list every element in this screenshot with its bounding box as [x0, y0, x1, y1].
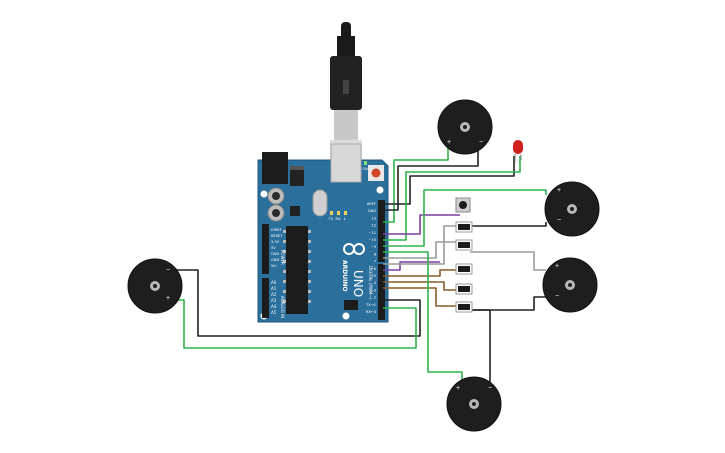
wire-brown-2[interactable] — [383, 281, 456, 291]
power-pin-label: 5V — [271, 246, 276, 250]
buzzer-right-top[interactable]: +− — [544, 181, 600, 237]
wires — [168, 148, 547, 385]
board-led-label: L — [344, 217, 346, 221]
buzzer-top[interactable]: +− — [437, 99, 493, 155]
wire-green-right-top[interactable] — [383, 189, 547, 247]
buzzer-plus-label: + — [447, 139, 451, 146]
wire-gray-1[interactable] — [383, 241, 456, 259]
wire-purple-2[interactable] — [383, 261, 440, 271]
switch-4[interactable] — [455, 283, 473, 295]
wire-black-right-top[interactable] — [470, 222, 547, 227]
board-led-label: ON — [362, 167, 368, 171]
wire-brown-1[interactable] — [383, 269, 456, 277]
wire-brown-3[interactable] — [383, 287, 456, 307]
wire-green-bottom[interactable] — [383, 251, 463, 385]
digital-pin-label: ~5 — [371, 274, 376, 278]
board-model: UNO — [351, 270, 365, 297]
buzzer-minus-label: − — [488, 385, 492, 392]
buzzer-right-mid[interactable]: +− — [542, 257, 598, 313]
wire-black-top-buzzer[interactable] — [383, 148, 479, 211]
digital-pin-label: ~3 — [371, 288, 376, 292]
slide-switches — [455, 221, 473, 313]
analog-pin-label: A2 — [271, 292, 277, 297]
board-led — [344, 211, 347, 215]
buzzer-bottom[interactable]: +− — [446, 376, 502, 432]
digital-section-label: DIGITAL (PWM~) — [368, 266, 373, 300]
analog-pin-label: A5 — [271, 310, 277, 315]
digital-header-bottom[interactable] — [378, 264, 385, 320]
digital-pin-label: ~9 — [371, 245, 377, 249]
pushbutton[interactable] — [455, 197, 471, 213]
board-led — [337, 211, 340, 215]
wire-gray-right-mid[interactable] — [470, 251, 546, 271]
analog-pin-label: A1 — [271, 286, 277, 291]
power-pin-label: GND — [271, 258, 279, 262]
buzzer-plus-label: + — [555, 263, 559, 270]
power-pin-label: IOREF — [271, 228, 282, 232]
board-brand: ARDUINO — [341, 260, 348, 291]
power-pin-label: GND — [271, 252, 279, 256]
switch-3[interactable] — [455, 263, 473, 275]
wire-green-top-buzzer[interactable] — [383, 148, 449, 223]
wire-purple-button[interactable] — [383, 214, 460, 235]
analog-pin-label: A4 — [271, 304, 277, 309]
power-pin-label: Vin — [271, 264, 277, 268]
buzzer-plus-label: + — [166, 295, 170, 302]
wire-black-left[interactable] — [168, 269, 421, 337]
arduino-board[interactable]: ARDUINO UNO IOREFRESET3.3V5VGNDGNDVinA0A… — [257, 143, 389, 323]
digital-pin-label: 4 — [374, 281, 377, 285]
board-led-label: TX — [328, 217, 334, 221]
usb-port[interactable] — [330, 143, 362, 183]
wire-black-right-mid[interactable] — [470, 296, 546, 311]
digital-pin-label: 2 — [374, 296, 376, 300]
analog-header[interactable] — [262, 278, 269, 318]
wire-green-left[interactable] — [168, 299, 417, 349]
switch-2[interactable] — [455, 239, 473, 251]
digital-pin-label: ~10 — [368, 238, 376, 242]
digital-pin-label: 8 — [374, 252, 377, 256]
power-pin-label: 3.3V — [271, 240, 280, 244]
wire-green-led[interactable] — [383, 156, 521, 241]
digital-pin-label: 13 — [371, 216, 376, 220]
switch-5[interactable] — [455, 301, 473, 313]
digital-pin-label: GND — [368, 209, 376, 213]
atmega-chip — [286, 226, 308, 314]
digital-pin-label: 7 — [374, 260, 376, 264]
digital-pin-label: 12 — [371, 224, 376, 228]
analog-pin-label: A0 — [271, 280, 277, 285]
board-led — [330, 211, 333, 215]
wire-gray-2[interactable] — [383, 225, 456, 265]
power-header[interactable] — [262, 224, 269, 274]
red-led[interactable] — [513, 140, 523, 162]
digital-pin-label: RX←0 — [366, 310, 377, 314]
digital-pin-label: ~6 — [371, 267, 377, 271]
digital-pin-label: ~11 — [368, 231, 376, 235]
buzzer-minus-label: − — [166, 267, 170, 274]
digital-header-top[interactable] — [378, 200, 385, 262]
buzzer-plus-label: + — [557, 187, 561, 194]
buzzer-minus-label: − — [479, 139, 483, 146]
buzzer-minus-label: − — [557, 217, 561, 224]
wire-black-bottom[interactable] — [466, 309, 491, 385]
arduino-logo — [343, 243, 365, 255]
switch-1[interactable] — [455, 221, 473, 233]
buzzer-left[interactable]: +− — [127, 258, 183, 314]
board-led-label: RX — [336, 217, 341, 221]
power-section-label: POWER — [280, 250, 285, 265]
digital-pin-label: AREF — [367, 202, 376, 206]
analog-section-label: ANALOG IN — [280, 296, 285, 318]
wire-black-led[interactable] — [383, 156, 515, 205]
buzzer-plus-label: + — [456, 385, 460, 392]
buzzer-minus-label: − — [555, 293, 559, 300]
power-pin-label: RESET — [271, 234, 283, 238]
analog-pin-label: A3 — [271, 298, 277, 303]
power-jack[interactable] — [262, 152, 288, 184]
digital-pin-label: TX→1 — [365, 303, 376, 307]
board-led — [364, 161, 367, 165]
